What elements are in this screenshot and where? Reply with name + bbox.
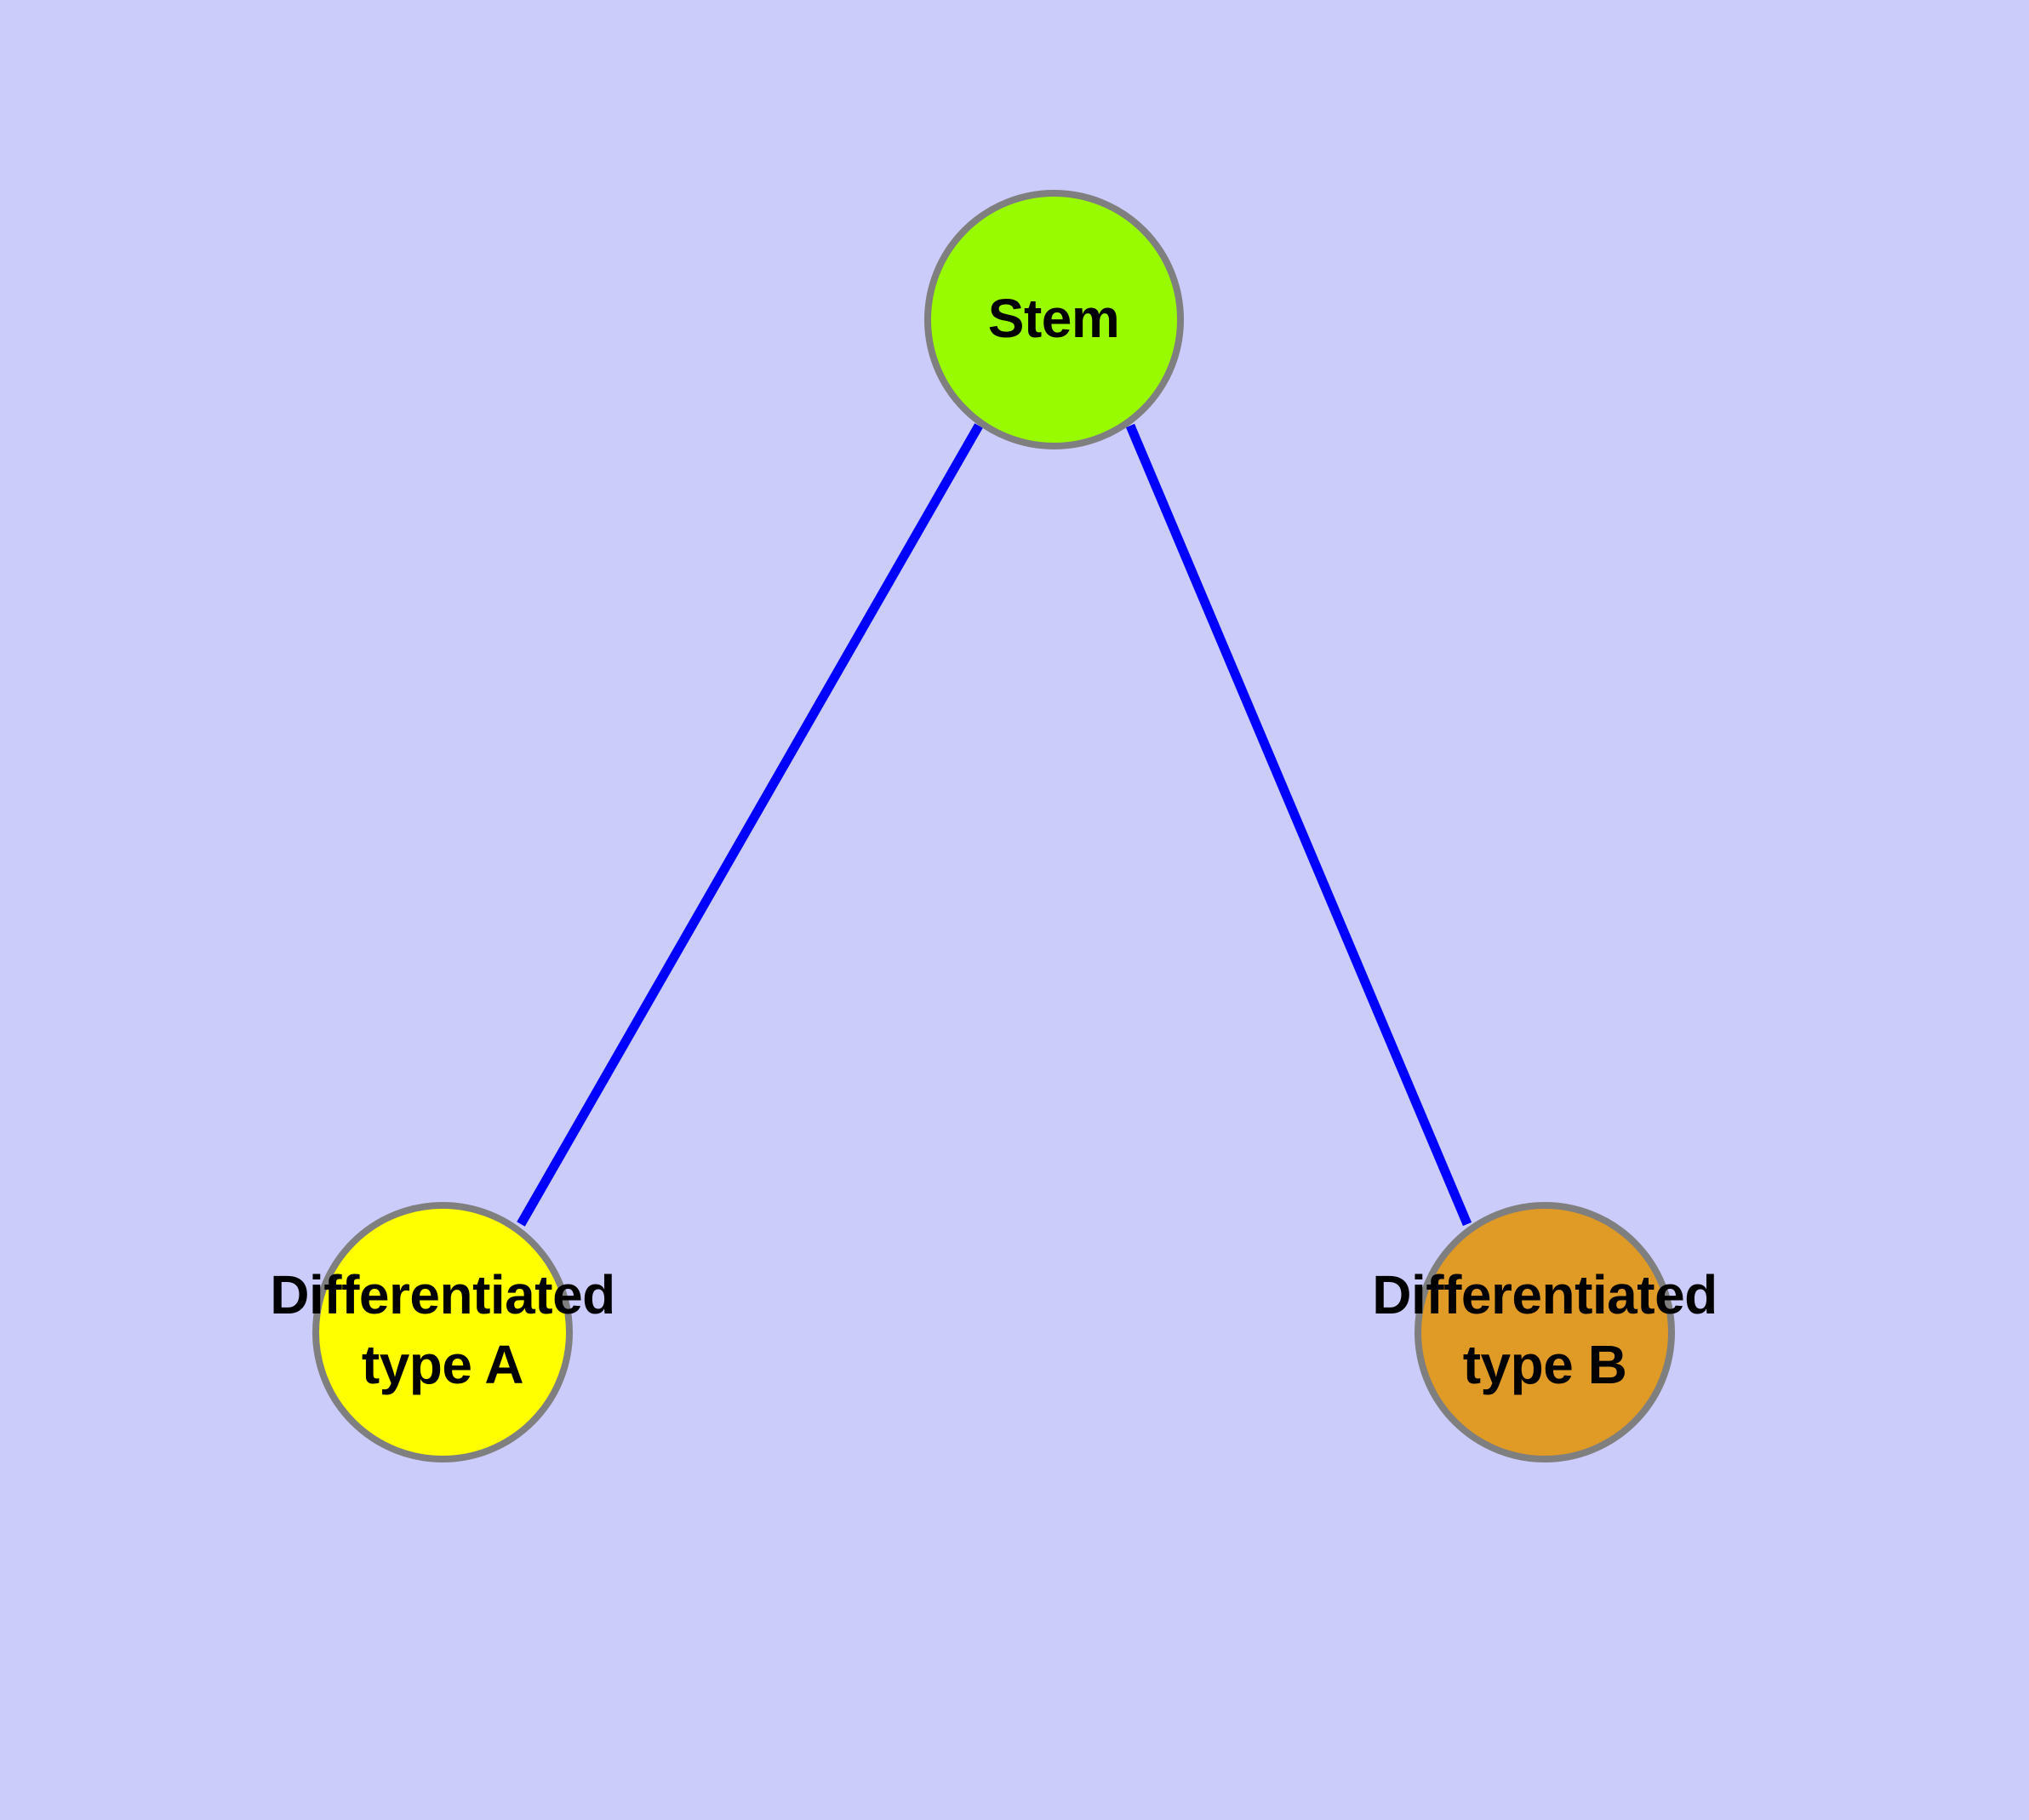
node-differentiated-type-b[interactable] [1415, 1202, 1675, 1462]
edge-stem-to-diff-a[interactable] [517, 423, 983, 1227]
node-differentiated-type-a[interactable] [312, 1202, 573, 1462]
edge-stem-to-diff-b[interactable] [1125, 423, 1472, 1227]
node-stem[interactable] [924, 190, 1184, 449]
